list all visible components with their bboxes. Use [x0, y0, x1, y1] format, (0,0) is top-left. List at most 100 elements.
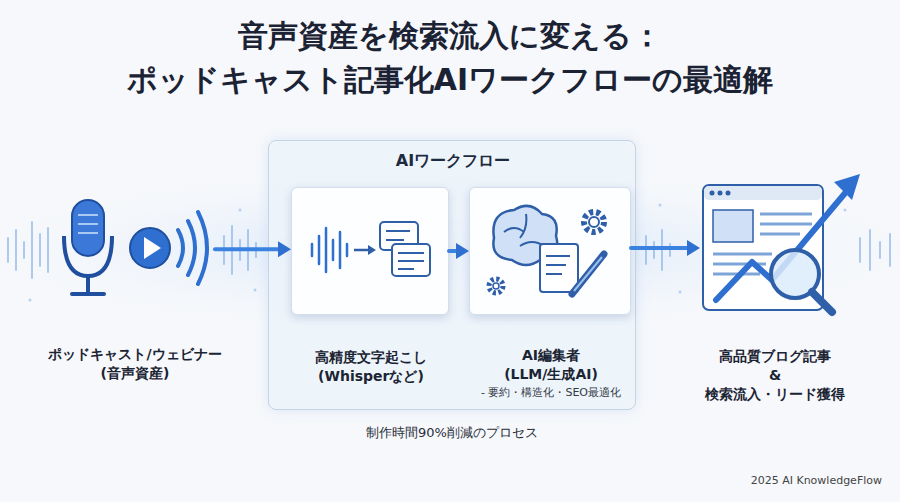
- ai-editor-icon: [574, 257, 602, 291]
- arrow-head: [687, 240, 700, 256]
- sound-wave: [653, 242, 655, 258]
- ai-editor-icon: [489, 206, 604, 294]
- node-label: AI編集者 (LLM/生成AI): [451, 346, 651, 384]
- output-node: 高品質ブログ記事 & 検索流入・リード獲得: [700, 170, 850, 320]
- ai-editor-icon: [504, 214, 544, 246]
- node-label: 高精度文字起こし (Whisperなど): [271, 348, 471, 386]
- transcription-icon: [312, 228, 347, 272]
- ai-editor-icon: [540, 244, 578, 292]
- transcription-icon: [398, 268, 414, 270]
- sound-wave: [231, 226, 233, 274]
- arrow-head: [278, 241, 291, 257]
- sparkle-dots: [679, 291, 682, 294]
- ai-editor-icon: [572, 254, 604, 294]
- sound-wave: [645, 236, 647, 264]
- blog-article-icon: [703, 185, 823, 310]
- sound-wave: [669, 244, 671, 256]
- transcription-icon: [398, 260, 424, 262]
- ai-editor-icon: [546, 273, 562, 275]
- sound-wave: [255, 243, 257, 257]
- workflow-group: AIワークフロー高精度文字起こし (Whisperなど)AI編集者 (LLM/生…: [268, 140, 636, 410]
- transcription-icon: [398, 252, 424, 254]
- blog-article-icon: [710, 191, 715, 196]
- microphone-icon: [78, 223, 98, 225]
- transcription-icon: [332, 240, 335, 260]
- sound-wave: [15, 230, 17, 270]
- sparkle-dots: [659, 204, 662, 207]
- process-box: 高精度文字起こし (Whisperなど): [291, 187, 449, 315]
- node-label: ポッドキャスト/ウェビナー (音声資産): [35, 345, 235, 383]
- magnifier-icon: [812, 292, 832, 312]
- transcription-icon: [312, 222, 430, 276]
- growth-arrow: [716, 174, 860, 300]
- flow-arrow: [631, 240, 700, 256]
- transcription-icon: [368, 245, 376, 255]
- transcription-icon: [386, 230, 410, 232]
- sound-wave: [7, 238, 9, 262]
- growth-arrow: [834, 174, 860, 200]
- transcription-icon: [380, 222, 418, 250]
- ai-editor-icon: [589, 217, 599, 227]
- broadcast-arcs: [178, 212, 207, 284]
- ai-editor-icon: [546, 264, 566, 266]
- blog-article-icon: [703, 185, 823, 310]
- ai-editor-icon: [546, 255, 570, 257]
- sound-wave: [879, 242, 881, 258]
- sound-wave: [39, 234, 41, 266]
- microphone-icon: [78, 232, 98, 234]
- blog-article-icon: [718, 191, 723, 196]
- arrow-glow: [449, 245, 469, 257]
- arrow-line: [449, 249, 458, 253]
- blog-article-icon: [713, 263, 766, 266]
- ai-editor-icon: [493, 206, 557, 265]
- blog-article-icon: [760, 213, 812, 216]
- transcription-icon: [325, 228, 328, 272]
- blog-article-icon: [704, 186, 822, 200]
- play-icon: [130, 228, 170, 268]
- blog-article-icon: [713, 273, 760, 276]
- arrow-line: [215, 247, 280, 251]
- microphone-icon: [72, 292, 104, 296]
- microphone-icon: [64, 200, 112, 294]
- diagram-caption: 制作時間90%削減のプロセス: [268, 424, 636, 442]
- broadcast-arcs: [198, 212, 207, 284]
- flow-arrow: [215, 241, 291, 257]
- sound-wave: [661, 230, 663, 270]
- sound-wave: [223, 236, 225, 264]
- sound-wave: [23, 242, 25, 258]
- play-icon: [130, 228, 170, 268]
- transcription-icon: [318, 236, 321, 264]
- microphone-icon: [86, 276, 90, 293]
- magnifier-icon: [771, 250, 819, 298]
- node-sublabel: - 要約・構造化・SEO最適化: [451, 386, 651, 400]
- ai-editor-icon: [493, 283, 499, 289]
- transcription-icon: [339, 232, 342, 268]
- sparkle-dots: [844, 209, 847, 212]
- node-label: 高品質ブログ記事 & 検索流入・リード獲得: [690, 347, 860, 404]
- transcription-icon: [311, 244, 314, 256]
- flow-arrow: [449, 243, 469, 259]
- ai-editor-icon: [584, 212, 604, 232]
- sound-wave: [239, 240, 241, 260]
- broadcast-arcs: [178, 230, 183, 266]
- arrow-line: [631, 246, 689, 250]
- watermark: 2025 AI KnowledgeFlow: [751, 474, 882, 487]
- ai-editor-icon: [489, 279, 503, 293]
- transcription-icon: [392, 244, 430, 276]
- play-icon: [144, 237, 161, 259]
- microphone-icon: [78, 214, 98, 216]
- diagram-title: 音声資産を検索流入に変える： ポッドキャスト記事化AIワークフローの最適解: [0, 14, 900, 102]
- sparkle-dots: [239, 209, 242, 212]
- sound-wave: [869, 230, 871, 270]
- sound-wave: [859, 238, 861, 262]
- blog-article-icon: [713, 253, 772, 256]
- sound-wave: [47, 228, 49, 272]
- arrow-glow: [631, 242, 700, 254]
- microphone-icon: [64, 236, 112, 276]
- source-node: ポッドキャスト/ウェビナー (音声資産): [55, 195, 215, 300]
- blog-article-icon: [760, 223, 812, 226]
- blog-article-icon: [760, 233, 800, 236]
- broadcast-arcs: [188, 221, 195, 275]
- sound-wave: [31, 222, 33, 278]
- sound-wave: [889, 234, 891, 266]
